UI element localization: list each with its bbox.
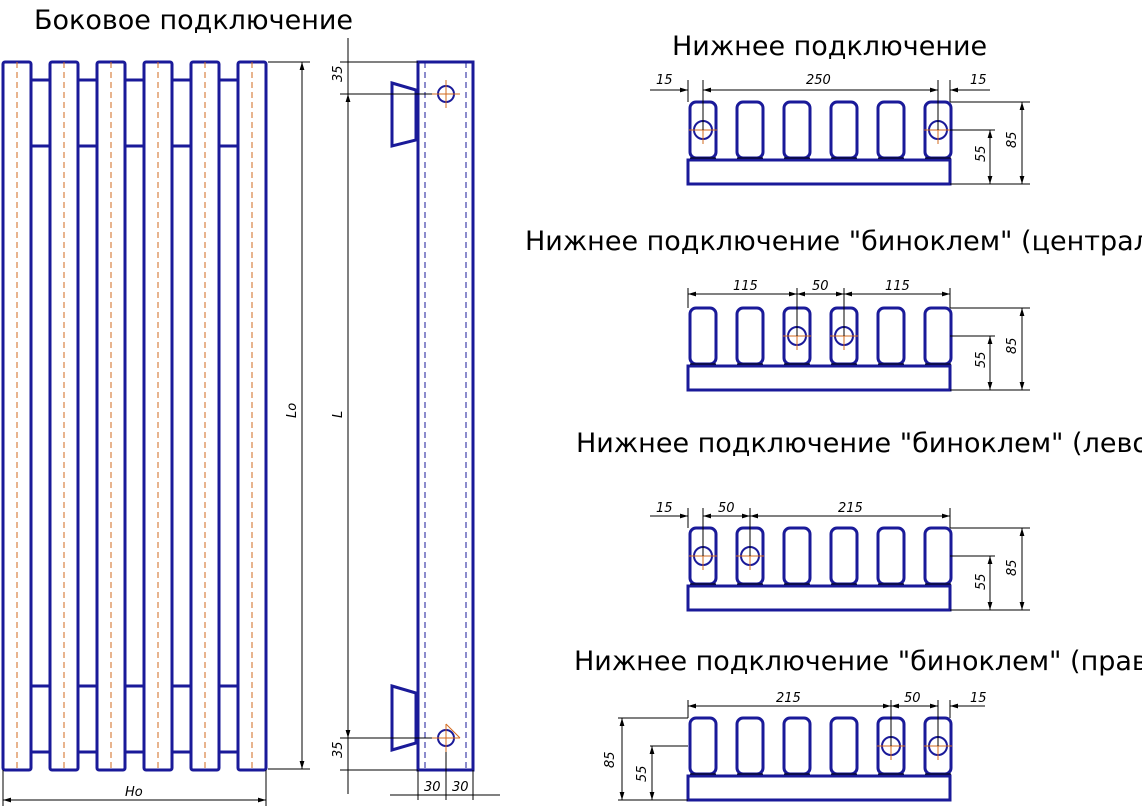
base-strip xyxy=(686,584,952,612)
dimension-depth: 30 30 xyxy=(390,752,500,800)
dim-bottom-offset: 35 xyxy=(331,741,346,758)
right-dim-height: 85 xyxy=(603,751,618,768)
tube-section xyxy=(735,716,765,776)
tube-section xyxy=(688,716,718,776)
view-binocular-center xyxy=(686,288,1030,392)
center-dim-height: 85 xyxy=(1005,337,1020,354)
tube-section xyxy=(829,526,859,586)
bottom-dim-axis: 55 xyxy=(974,145,989,162)
dimension-l: L 35 35 xyxy=(331,38,432,794)
dim-lo-label: Lo xyxy=(285,403,300,418)
dimension-lo: Lo xyxy=(268,61,310,770)
dim-depth-b: 30 xyxy=(452,780,469,795)
view-bottom-connection xyxy=(650,80,1030,186)
bottom-dim-left: 15 xyxy=(656,73,673,88)
tube-section xyxy=(829,716,859,776)
dim-depth-a: 30 xyxy=(424,780,441,795)
center-dim-mid: 50 xyxy=(812,279,829,294)
tube-section xyxy=(735,100,765,160)
center-dim-axis: 55 xyxy=(974,351,989,368)
tube-section xyxy=(876,526,906,586)
center-dim-left: 115 xyxy=(733,279,758,294)
tube-section xyxy=(923,306,953,366)
bottom-dim-span: 250 xyxy=(806,73,831,88)
left-dim-axis: 55 xyxy=(974,573,989,590)
view-binocular-left xyxy=(650,508,1030,612)
dim-ho-label: Ho xyxy=(125,785,143,800)
dim-top-offset: 35 xyxy=(331,65,346,82)
bottom-dim-right: 15 xyxy=(970,73,987,88)
title-bottom-connection: Нижнее подключение xyxy=(672,31,987,62)
tube-section xyxy=(735,306,765,366)
top-bracket xyxy=(390,81,418,148)
center-dim-right: 115 xyxy=(885,279,910,294)
view-binocular-right xyxy=(618,700,985,802)
title-binocular-right: Нижнее подключение "биноклем" (правое) xyxy=(574,646,1142,677)
tube-section xyxy=(876,100,906,160)
top-collector xyxy=(1,78,268,148)
dimension-ho: Ho xyxy=(2,770,267,806)
tube-section xyxy=(829,100,859,160)
front-view xyxy=(1,60,268,772)
right-dim-axis: 55 xyxy=(635,765,650,782)
left-dim-height: 85 xyxy=(1005,559,1020,576)
left-dim-right: 215 xyxy=(838,501,863,516)
title-binocular-left: Нижнее подключение "биноклем" (левое) xyxy=(576,428,1142,459)
base-strip xyxy=(686,158,952,186)
left-dim-left: 15 xyxy=(656,501,673,516)
title-binocular-center: Нижнее подключение "биноклем" (центральн… xyxy=(525,226,1142,257)
bottom-dim-height: 85 xyxy=(1005,131,1020,148)
base-strip xyxy=(686,364,952,392)
tube-section xyxy=(782,100,812,160)
tube-section xyxy=(688,306,718,366)
right-dim-right: 15 xyxy=(970,691,987,706)
right-dim-left: 215 xyxy=(776,691,801,706)
tube-section xyxy=(782,526,812,586)
bottom-collector xyxy=(1,684,268,754)
left-dim-mid: 50 xyxy=(718,501,735,516)
base-strip xyxy=(686,774,952,802)
title-side-connection: Боковое подключение xyxy=(34,5,353,36)
right-dim-mid: 50 xyxy=(904,691,921,706)
bottom-bracket xyxy=(390,684,418,752)
dim-l-label: L xyxy=(331,411,346,418)
tube-section xyxy=(923,526,953,586)
tube-section xyxy=(876,306,906,366)
tube-section xyxy=(782,716,812,776)
profile-view xyxy=(390,60,475,772)
